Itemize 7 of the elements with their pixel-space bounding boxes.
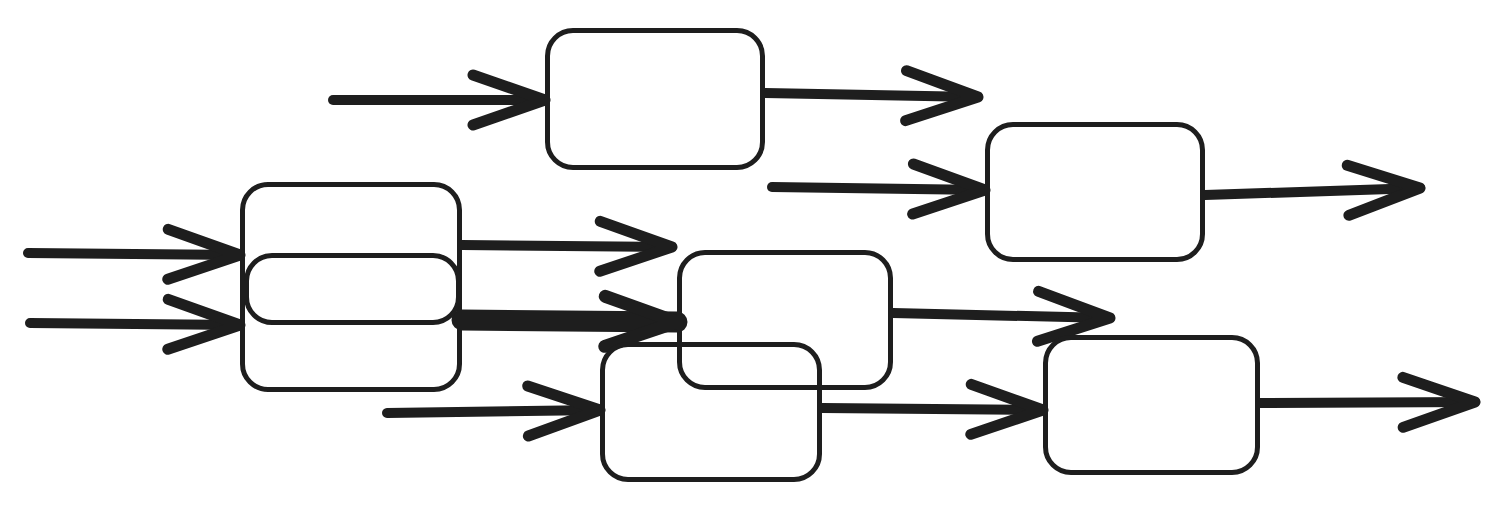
rounded-box xyxy=(545,28,765,170)
rounded-box xyxy=(677,250,893,390)
arrow xyxy=(451,289,688,353)
rounded-box xyxy=(985,122,1205,262)
rounded-box xyxy=(240,182,462,392)
rounded-box xyxy=(1043,335,1260,475)
rounded-box xyxy=(600,342,822,482)
